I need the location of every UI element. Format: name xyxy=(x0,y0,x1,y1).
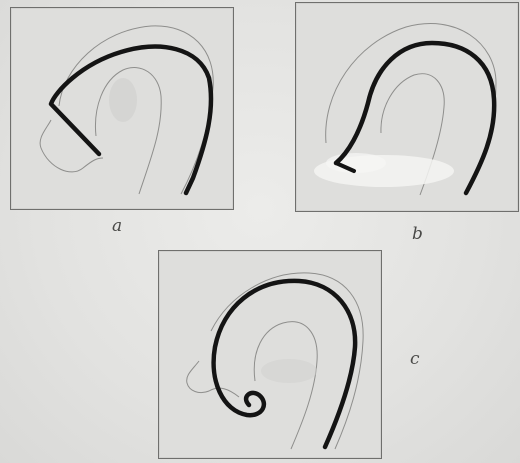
panel-c xyxy=(158,250,382,459)
panel-b-drawing xyxy=(296,3,518,211)
panel-a-label: a xyxy=(112,218,122,235)
inner-contour xyxy=(254,322,317,449)
panel-a-drawing xyxy=(11,8,233,209)
shade-spot xyxy=(109,78,137,122)
shade-spot xyxy=(261,359,317,383)
panel-c-drawing xyxy=(159,251,381,458)
panel-b xyxy=(295,2,519,212)
panel-a xyxy=(10,7,234,210)
panel-c-label: c xyxy=(410,351,420,368)
panel-b-label: b xyxy=(412,226,423,243)
bold-curve xyxy=(51,47,211,193)
